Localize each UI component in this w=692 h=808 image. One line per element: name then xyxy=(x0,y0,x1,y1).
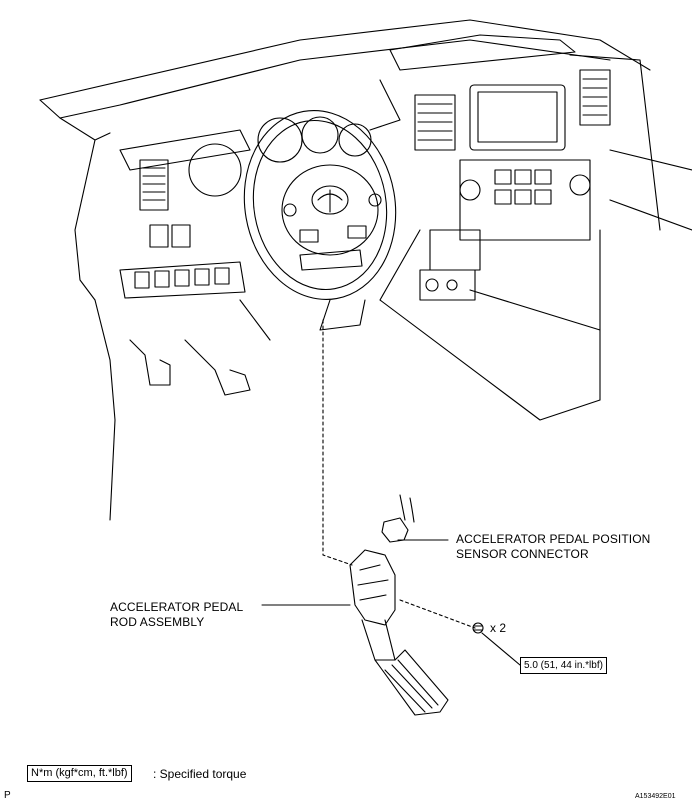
figure-id: A153492E01 xyxy=(635,793,676,800)
torque-unit-legend-box: N*m (kgf*cm, ft.*lbf) xyxy=(27,765,132,782)
corner-mark: P xyxy=(4,790,11,801)
leader-lines xyxy=(261,319,521,666)
accelerator-pedal xyxy=(349,549,449,716)
rod-assembly-label-line-1: ACCELERATOR PEDAL xyxy=(110,600,244,614)
sensor-connector-label-line-2: SENSOR CONNECTOR xyxy=(456,547,589,561)
bolt xyxy=(472,622,484,634)
rod-assembly-label: ACCELERATOR PEDAL ROD ASSEMBLY xyxy=(110,600,243,630)
sensor-connector-label-line-1: ACCELERATOR PEDAL POSITION xyxy=(456,532,651,546)
sensor-connector xyxy=(381,494,415,543)
dashboard xyxy=(39,19,692,521)
sensor-connector-label: ACCELERATOR PEDAL POSITION SENSOR CONNEC… xyxy=(456,532,650,562)
torque-legend-description: : Specified torque xyxy=(153,767,247,781)
quantity-label: x 2 xyxy=(490,621,507,635)
torque-value-box: 5.0 (51, 44 in.*lbf) xyxy=(520,657,607,674)
rod-assembly-label-line-2: ROD ASSEMBLY xyxy=(110,615,205,629)
